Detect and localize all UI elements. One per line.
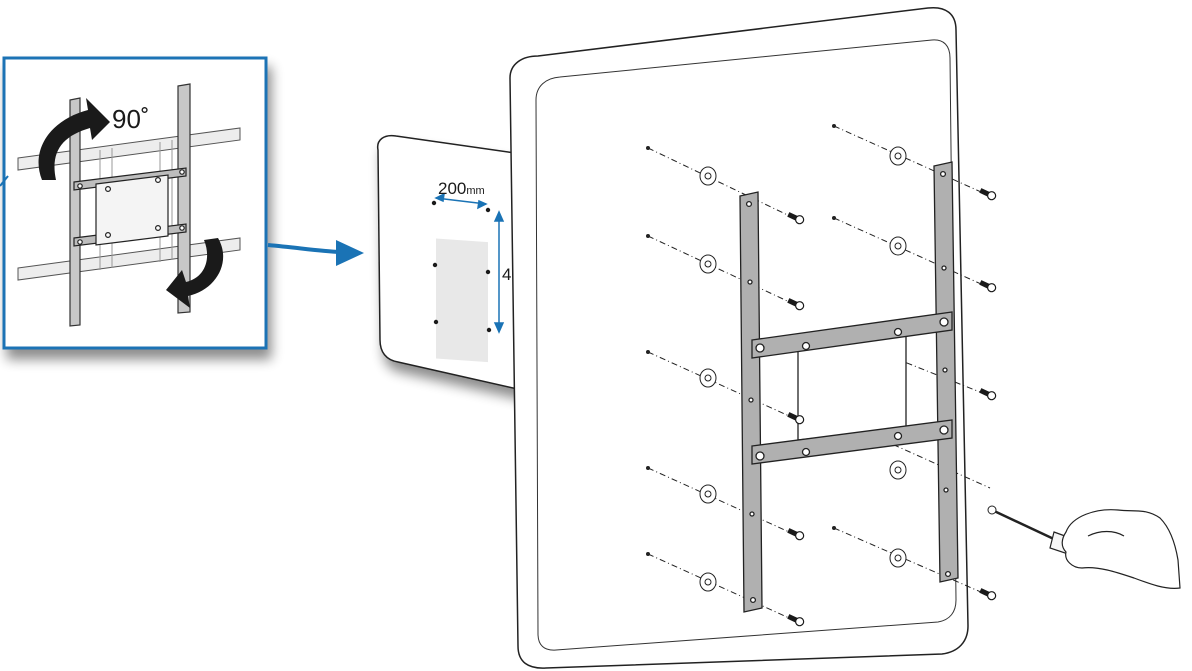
inset-mounting-plate [73,167,187,247]
vertical-bracket-right [933,161,959,583]
inset-vertical-brackets [69,83,191,327]
inset-detail-panel: 90˚ [0,56,268,350]
horizontal-mounting-plate [751,311,953,465]
rotate-arrow-icon [38,98,110,180]
width-dimension-label: 200mm [438,179,485,198]
width-unit: mm [466,185,484,197]
rotate-arrow-icon [166,238,224,308]
width-value: 200 [438,179,466,198]
rotation-angle-label: 90˚ [112,104,150,134]
vesa-holes [431,200,492,333]
mounting-hardware [646,124,991,623]
width-dimension [434,192,488,210]
connector-arrow [267,240,364,266]
height-dimension [493,210,505,334]
hand-icon [1061,509,1181,589]
vertical-bracket-left [739,191,763,613]
washer-icon [699,146,907,592]
vesa-mounting-area [436,238,488,363]
screw-icon [787,188,997,627]
